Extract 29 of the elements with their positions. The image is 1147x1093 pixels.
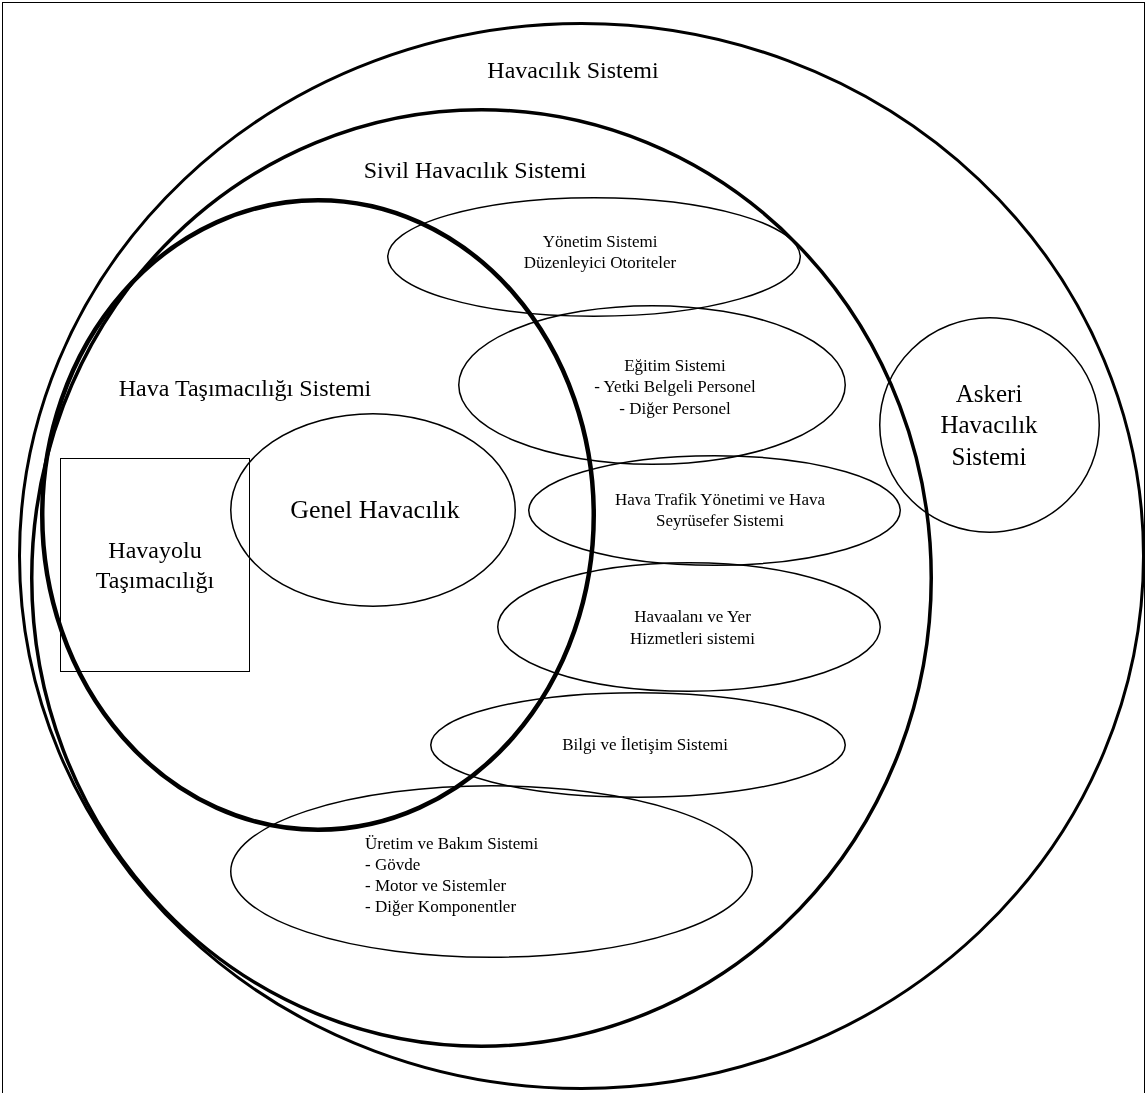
node-label: - Diğer Komponentler <box>365 896 517 918</box>
node-label: Genel Havacılık <box>290 493 460 526</box>
system-ellipse <box>528 455 901 566</box>
system-ellipse <box>458 305 846 465</box>
node-label: Yönetim Sistemi <box>542 230 658 252</box>
node-label: Havacılık Sistemi <box>487 56 659 85</box>
node-label: Eğitim Sistemi <box>624 355 726 377</box>
system-circle <box>30 108 933 1048</box>
node-label: Düzenleyici Otoriteler <box>523 252 677 274</box>
node-label: Bilgi ve İletişim Sistemi <box>562 734 728 756</box>
system-rectangle <box>60 458 250 672</box>
system-circle <box>18 22 1145 1090</box>
node-label: Sivil Havacılık Sistemi <box>363 156 587 185</box>
system-circle <box>879 317 1100 533</box>
node-label: - Diğer Personel <box>619 397 731 419</box>
node-label: Üretim ve Bakım Sistemi <box>365 832 539 854</box>
node-label: Hava Taşımacılığı Sistemi <box>118 374 372 403</box>
system-ellipse <box>230 413 516 607</box>
node-label: - Motor ve Sistemler <box>365 875 507 897</box>
node-label: Havaalanı ve Yer Hizmetleri sistemi <box>628 606 757 649</box>
node-label: - Gövde <box>365 853 421 875</box>
node-label: Havayolu Taşımacılığı <box>94 536 216 595</box>
system-ellipse <box>430 692 846 798</box>
system-ellipse <box>230 785 753 958</box>
system-ellipse <box>497 562 881 692</box>
node-label: Hava Trafik Yönetimi ve Hava Seyrüsefer Sistemi <box>614 488 826 532</box>
system-ellipse <box>387 197 801 317</box>
node-label: Askeri Havacılık Sistemi <box>939 379 1039 472</box>
node-label: - Yetki Belgeli Personel <box>594 376 756 398</box>
